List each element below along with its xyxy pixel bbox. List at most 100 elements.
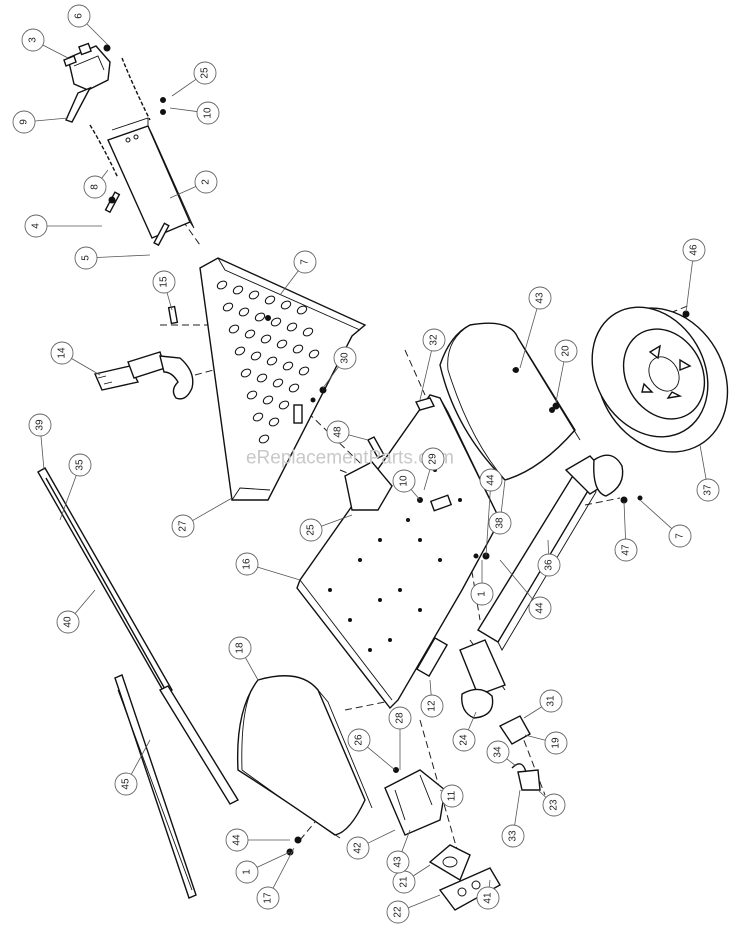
callout-leaders [34,23,707,909]
frame-hole [308,349,320,359]
leader-line [367,829,396,844]
callout-25: 25 [299,518,323,542]
frame-hole [258,434,270,444]
frame-hole [234,346,246,356]
callout-circle [235,552,259,576]
axle [459,454,643,719]
callout-number: 1 [242,869,253,875]
callout-number: 20 [561,345,572,357]
leader-line [192,497,233,521]
leader-line [256,851,291,868]
leader-line [506,758,517,767]
callout-circle [386,900,410,924]
leader-line [537,789,547,798]
leader-line [71,358,101,376]
callout-number: 44 [232,834,243,846]
callout-number: 8 [90,184,101,190]
callout-33: 33 [501,824,525,848]
callout-41: 41 [476,886,500,910]
callout-circle [422,328,446,352]
callout-27: 27 [171,514,195,538]
callout-7: 7 [293,250,317,274]
callout-circle [50,341,74,365]
leader-line [59,475,77,521]
callout-circle [421,447,445,471]
callout-number: 21 [399,876,410,888]
callout-number: 43 [535,292,546,304]
leader-line [488,879,491,888]
frame-hole [302,327,314,337]
callout-40: 40 [56,610,80,634]
deck-holes [328,468,462,652]
frame-hole [264,295,276,305]
frame-hole [288,383,300,393]
callout-38: 38 [488,511,512,535]
callout-circle [12,110,36,134]
frame-hole [238,307,250,317]
frame-hole [254,312,266,322]
frame-hole [270,317,282,327]
callout-circle [696,478,720,502]
frame-hole [246,390,258,400]
callout-8: 8 [83,175,107,199]
leader-line [499,559,534,600]
callout-47: 47 [614,538,638,562]
callout-12: 12 [420,694,444,718]
callout-22: 22 [386,900,410,924]
callout-number: 9 [19,119,30,125]
callout-circle [228,636,252,660]
callout-number: 16 [242,558,253,570]
callout-number: 42 [353,842,364,854]
leader-line [171,78,197,97]
callout-7: 7 [668,524,692,548]
callout-circle [542,793,566,817]
callout-circle [347,728,371,752]
callout-26: 26 [347,728,371,752]
callout-circle [171,514,195,538]
callout-circle [152,270,176,294]
hardware [286,367,560,856]
callout-circle [24,214,48,238]
leader-line [245,657,259,681]
leader-line [86,23,109,46]
deck-hole [388,638,392,642]
frame-hole [278,400,290,410]
callout-circle [682,238,706,262]
callout-number: 25 [306,524,317,536]
callout-44: 44 [479,468,503,492]
callout-number: 30 [340,352,351,364]
leader-line [412,864,431,877]
callout-circle [235,860,259,884]
callout-34: 34 [486,740,510,764]
callout-circle [21,28,45,52]
callout-31: 31 [539,689,563,713]
leader-line [74,589,96,614]
deck-hole [368,648,372,652]
leader-line [623,501,626,540]
frame-hole [256,373,268,383]
callout-number: 45 [121,778,132,790]
callout-circle [554,339,578,363]
callout-circle [83,175,107,199]
frame-hole [244,329,256,339]
leader-line [410,489,421,501]
callout-circle [537,553,561,577]
leader-line [523,706,542,719]
callout-number: 17 [263,892,274,904]
leader-line [519,308,538,369]
callout-circle [614,538,638,562]
callout-number: 14 [57,347,68,359]
leader-line [423,469,431,491]
callout-number: 19 [551,737,562,749]
callout-17: 17 [256,886,280,910]
callout-42: 42 [346,836,370,860]
callout-1: 1 [235,860,259,884]
callout-43: 43 [528,286,552,310]
callout-number: 26 [354,734,365,746]
callout-circle [194,170,218,194]
callout-circle [452,728,476,752]
callout-circle [539,689,563,713]
callout-circle [56,610,80,634]
callout-number: 23 [549,799,560,811]
